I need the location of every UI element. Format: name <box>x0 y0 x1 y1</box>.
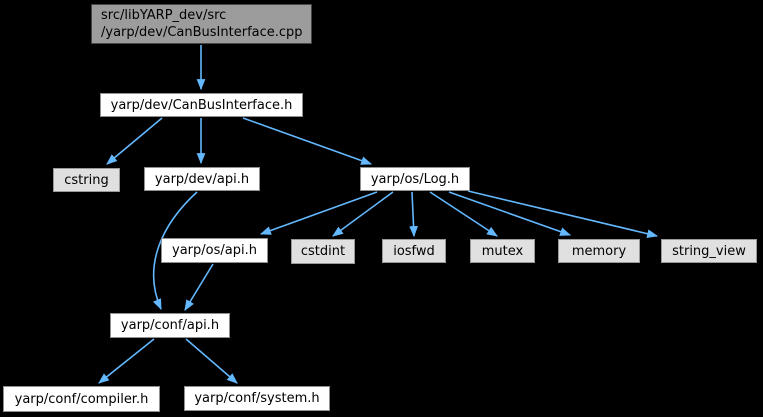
node-os-log-h[interactable]: yarp/os/Log.h <box>360 167 470 191</box>
node-cstring[interactable]: cstring <box>53 168 120 192</box>
edge-os-log-to-cstdint <box>332 191 394 237</box>
node-memory[interactable]: memory <box>558 239 640 263</box>
node-cstdint[interactable]: cstdint <box>291 239 355 264</box>
edge-conf-api-to-compiler <box>98 338 155 384</box>
edge-canbusinterface-to-os-log <box>242 117 373 165</box>
node-string-view[interactable]: string_view <box>661 239 757 263</box>
node-os-api-h[interactable]: yarp/os/api.h <box>161 238 268 263</box>
node-iosfwd[interactable]: iosfwd <box>382 239 446 263</box>
node-label-line1: src/libYARP_dev/src <box>101 8 227 23</box>
node-canbusinterface-h[interactable]: yarp/dev/CanBusInterface.h <box>100 93 303 117</box>
node-conf-system-h[interactable]: yarp/conf/system.h <box>184 386 330 411</box>
node-dev-api-h[interactable]: yarp/dev/api.h <box>144 167 260 191</box>
node-label-line2: /yarp/dev/CanBusInterface.cpp <box>101 25 303 40</box>
edge-canbusinterface-to-cstring <box>106 117 163 165</box>
edge-dev-api-to-conf-api <box>152 191 198 311</box>
edge-os-log-to-string-view <box>467 190 659 238</box>
edge-os-log-to-os-api <box>259 191 378 235</box>
node-mutex[interactable]: mutex <box>470 239 535 263</box>
edge-os-api-to-conf-api <box>184 263 214 311</box>
edge-os-log-to-mutex <box>429 191 498 237</box>
edge-os-log-to-memory <box>448 191 572 236</box>
node-canbusinterface-cpp[interactable]: src/libYARP_dev/src /yarp/dev/CanBusInte… <box>91 4 312 44</box>
edge-os-log-to-iosfwd <box>409 191 418 238</box>
node-conf-api-h[interactable]: yarp/conf/api.h <box>110 313 230 338</box>
node-conf-compiler-h[interactable]: yarp/conf/compiler.h <box>3 386 160 412</box>
edge-conf-api-to-system <box>185 338 238 384</box>
